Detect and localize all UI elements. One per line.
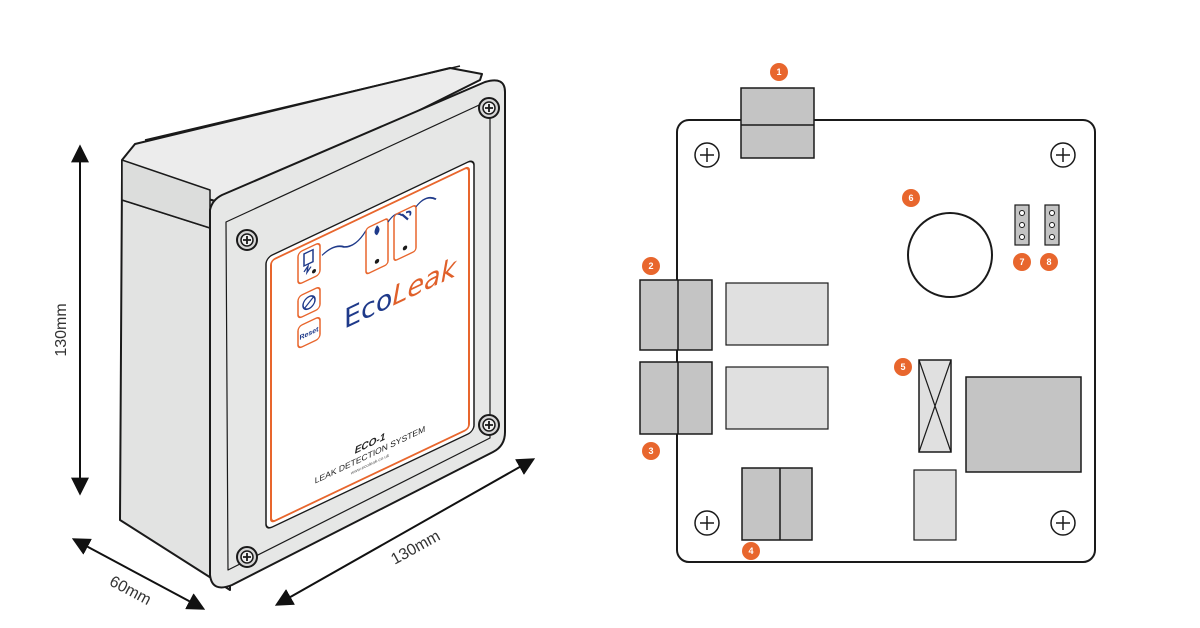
callout-1-label: 1: [776, 67, 781, 77]
screw-icon: [236, 229, 258, 251]
sensor-cable: [321, 230, 367, 256]
callout-2-label: 2: [648, 261, 653, 271]
callout-8-label: 8: [1046, 257, 1051, 267]
dimension-height: 130mm: [53, 144, 89, 496]
sensor-cable-3: [415, 196, 437, 208]
power-icon: [297, 242, 321, 285]
height-label: 130mm: [53, 303, 70, 356]
callout-7: 7: [1013, 253, 1031, 271]
enclosure-lid-edge: [144, 65, 461, 141]
callout-3: 3: [642, 442, 660, 460]
no-water-icon: [297, 286, 321, 319]
callout-6-label: 6: [908, 193, 913, 203]
callout-5-label: 5: [900, 362, 905, 372]
jumper-8: [1044, 204, 1060, 246]
connector-4: [741, 467, 813, 541]
callout-5: 5: [894, 358, 912, 376]
buzzer-6: [907, 212, 993, 298]
mounting-hole-icon: [1050, 142, 1076, 168]
callout-4: 4: [742, 542, 760, 560]
capacitor: [913, 469, 957, 541]
jumper-7: [1014, 204, 1030, 246]
callout-8: 8: [1040, 253, 1058, 271]
callout-3-label: 3: [648, 446, 653, 456]
connector-2: [639, 279, 713, 351]
transformer: [965, 376, 1082, 473]
enclosure-rim: [225, 99, 491, 571]
relay-1: [725, 282, 829, 346]
fuse-5: [918, 359, 952, 453]
wrench-sensor-icon: [393, 205, 417, 261]
screw-icon: [236, 546, 258, 568]
mounting-hole-icon: [694, 142, 720, 168]
connector-1: [740, 87, 815, 159]
callout-2: 2: [642, 257, 660, 275]
screw-icon: [478, 97, 500, 119]
drop-sensor-icon: [365, 218, 389, 275]
width-arrow-icon: [274, 458, 536, 606]
label-panel-orange-frame: [270, 166, 470, 523]
callout-6: 6: [902, 189, 920, 207]
enclosure-screws: [236, 97, 500, 568]
callout-7-label: 7: [1019, 257, 1024, 267]
screw-icon: [478, 414, 500, 436]
callout-1: 1: [770, 63, 788, 81]
depth-arrow-icon: [71, 538, 206, 610]
callout-4-label: 4: [748, 546, 753, 556]
mounting-hole-icon: [1050, 510, 1076, 536]
connector-3: [639, 361, 713, 435]
mounting-hole-icon: [694, 510, 720, 536]
relay-2: [725, 366, 829, 430]
label-panel-border: [265, 160, 475, 529]
width-label: 130mm: [388, 528, 443, 569]
circuit-board: 1 2 3 4 5 6 7 8: [639, 63, 1096, 563]
